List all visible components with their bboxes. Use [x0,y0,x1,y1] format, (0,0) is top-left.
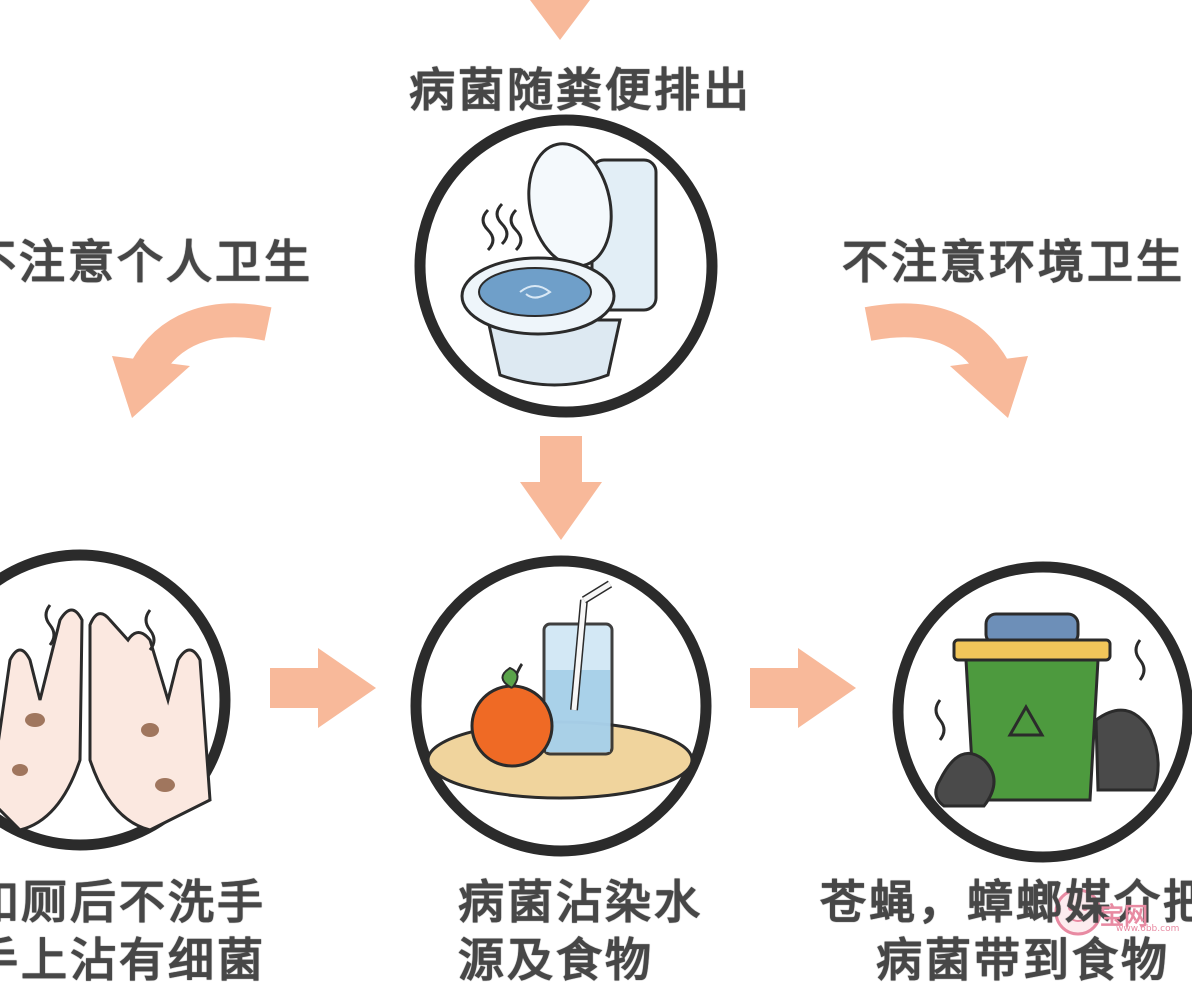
label-environment-hygiene: 不注意环境卫生 [842,235,1185,289]
watermark-url: www.6bb.com [1116,924,1180,934]
dirty-hands-illustration [0,549,231,851]
arrow-right-2 [750,648,856,728]
watermark-logo-icon [1054,888,1102,936]
food-water-illustration [410,555,712,857]
flow-diagram [0,0,1192,936]
arrow-curve-right [864,303,1028,418]
label-top: 病菌随粪便排出 [409,63,752,117]
label-bottom-left-2: 手上沾有细菌 [0,933,266,987]
toilet-illustration [414,114,718,418]
label-personal-hygiene: 不注意个人卫生 [0,235,313,289]
label-bottom-left-1: 如厕后不洗手 [0,875,266,929]
trash-bin-illustration [892,561,1192,863]
arrow-curve-left [112,303,272,418]
arrow-right-1 [270,648,376,728]
arrow-down-top [530,0,590,40]
arrow-down-center [520,436,602,540]
watermark-text: 宝网 [1100,902,1148,930]
label-bottom-center-2: 源及食物 [458,933,654,987]
label-bottom-right-1: 苍蝇，蟑螂媒介把 [820,875,1192,929]
label-bottom-center-1: 病菌沾染水 [458,875,703,929]
